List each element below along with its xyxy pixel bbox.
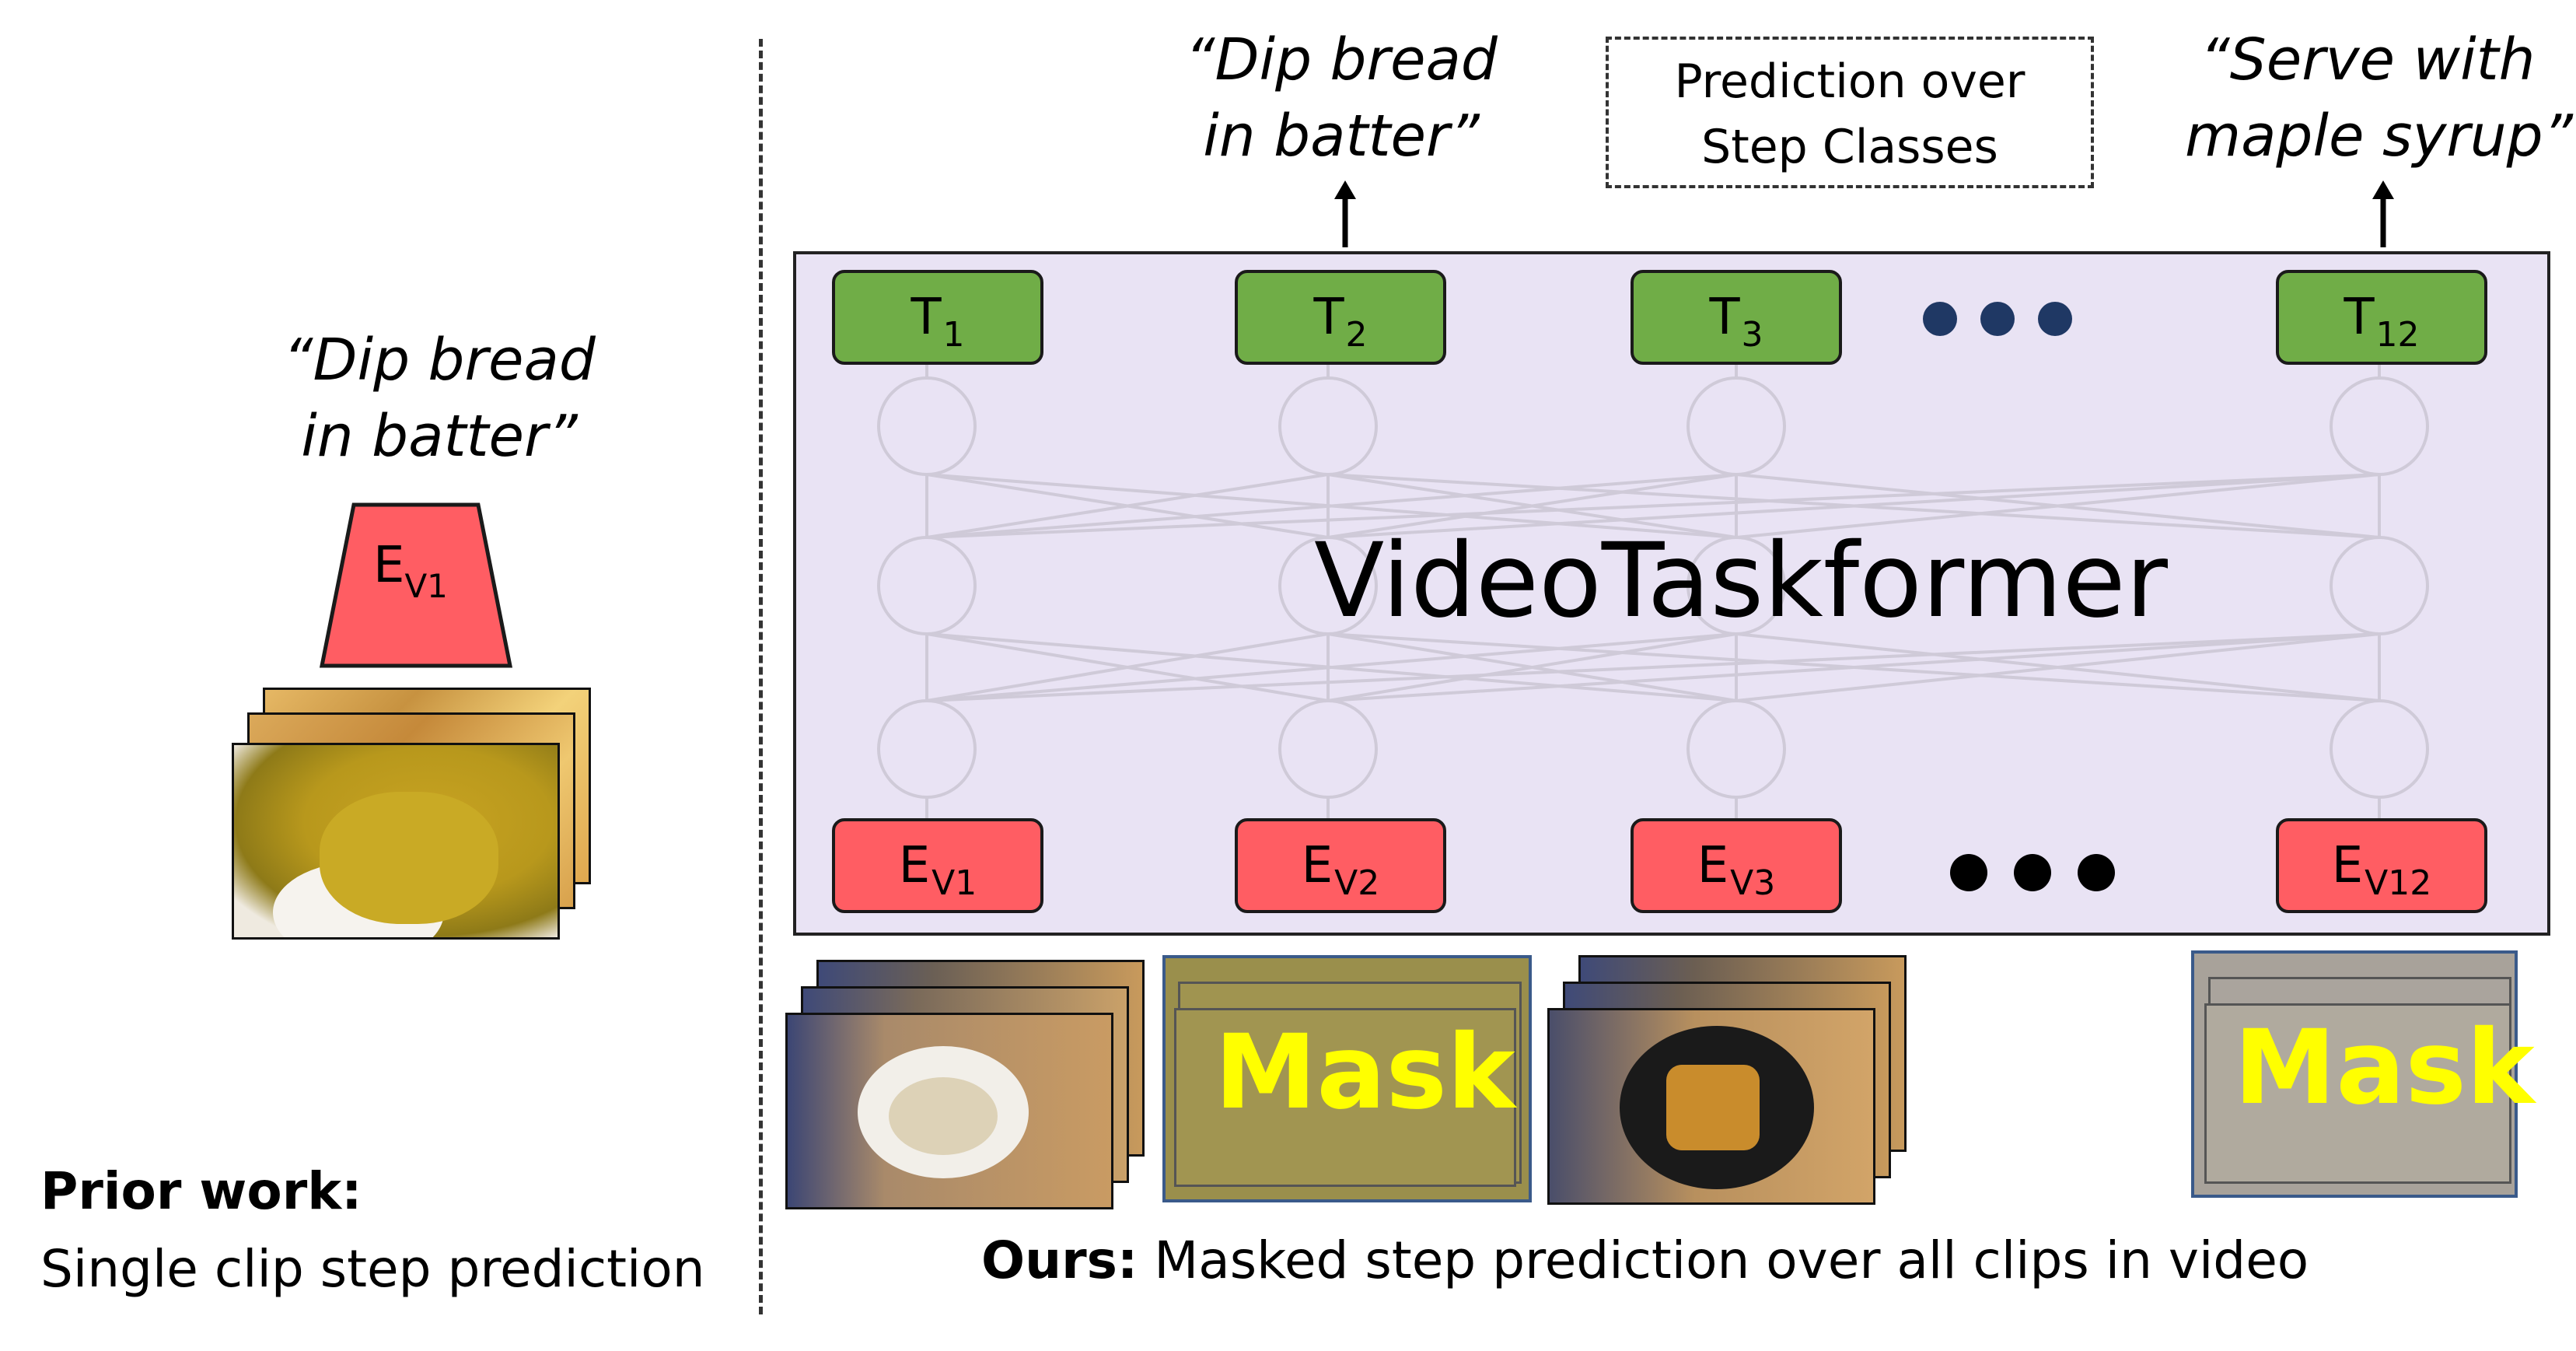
panel-divider (759, 39, 763, 1314)
clip12-mask-frame-front (2204, 1003, 2511, 1184)
prediction-box-line1: Prediction over (1674, 54, 2025, 109)
left-encoder-trapezoid (319, 502, 513, 668)
clip12-mask-label: Mask (2234, 1008, 2535, 1128)
left-caption-text: Single clip step prediction (40, 1239, 705, 1299)
model-title: VideoTaskformer (1314, 521, 2168, 641)
t12-quote: “Serve with maple syrup” (2185, 22, 2573, 174)
left-quote: “Dip bread in batter” (257, 322, 622, 474)
t2-quote-line1: “Dip bread (1185, 26, 1498, 93)
top-ellipsis-dots (1923, 302, 2072, 339)
clip3-toast (1666, 1065, 1760, 1150)
prediction-box-line2: Step Classes (1701, 120, 1998, 174)
t12-output-arrow (2372, 180, 2394, 247)
left-quote-line1: “Dip bread (283, 327, 596, 394)
clip1-frame-front (785, 1013, 1113, 1209)
left-clip-frame-front (232, 743, 560, 940)
bottom-ellipsis-dots (1950, 854, 2115, 894)
t2-quote: “Dip bread in batter” (1159, 22, 1524, 174)
left-encoder-label: EV1 (373, 537, 448, 605)
clip1-flour (889, 1077, 998, 1155)
attention-network (877, 345, 2429, 842)
t12-quote-line1: “Serve with (2200, 26, 2536, 93)
left-caption: Prior work: Single clip step prediction (40, 1153, 705, 1308)
clip2-mask-frame-front (1174, 1008, 1516, 1187)
t2-quote-line2: in batter” (1203, 103, 1480, 170)
right-caption-bold: Ours: (981, 1230, 1138, 1290)
clip2-mask-label: Mask (1215, 1013, 1515, 1132)
clip3-frame-front (1547, 1008, 1875, 1205)
right-caption: Ours: Masked step prediction over all cl… (981, 1230, 2309, 1290)
left-clip-batter (320, 792, 498, 924)
left-caption-bold: Prior work: (40, 1161, 362, 1221)
t12-quote-line2: maple syrup” (2185, 103, 2573, 170)
left-quote-line2: in batter” (301, 403, 578, 470)
t2-output-arrow (1334, 180, 1356, 247)
prediction-box: Prediction over Step Classes (1606, 37, 2094, 188)
right-caption-text: Masked step prediction over all clips in… (1138, 1230, 2309, 1290)
